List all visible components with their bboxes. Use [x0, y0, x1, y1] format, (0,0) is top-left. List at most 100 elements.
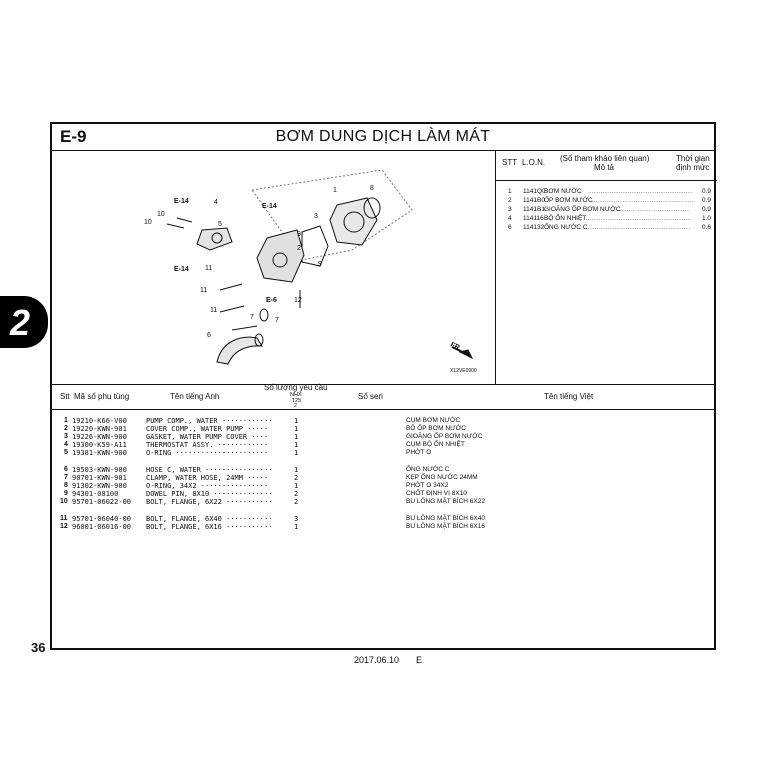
row-name-vn: PHỚT O: [406, 449, 432, 456]
row-stt: 6: [64, 466, 68, 473]
rt-desc: BỘ ỔN NHIỆT: [544, 215, 587, 222]
rt-stt: 2: [508, 197, 512, 204]
callout-9a: 9: [297, 231, 301, 238]
callout-10b: 10: [144, 219, 152, 226]
row-qty: 1: [294, 523, 299, 531]
rt-header-time1: Thời gian: [676, 154, 710, 163]
row-name-vn: BU LÔNG MẶT BÍCH 6X22: [406, 498, 485, 505]
rt-time: 0.6: [702, 224, 712, 231]
col-header-serial: Số seri: [358, 392, 383, 401]
col-header-stt: Stt: [60, 392, 70, 401]
rt-row: 4 114116 BỘ ỔN NHIỆT ...................…: [496, 215, 717, 224]
row-name-en: PUMP COMP., WATER ············: [146, 417, 273, 425]
labor-time-table: STT L.O.N. (Số tham khảo liên quan) Mô t…: [495, 150, 717, 384]
col-header-qty: Số lượng yêu cầu: [264, 383, 328, 392]
row-qty: 1: [294, 433, 299, 441]
row-stt: 4: [64, 441, 68, 448]
row-name-vn: CHỐT ĐỊNH VỊ 8X10: [406, 490, 467, 497]
table-row: 2 19220-KWN-901 COVER COMP., WATER PUMP …: [52, 425, 718, 434]
callout-9b: 9: [318, 261, 322, 268]
table-row: 5 19381-KWN-900 O-RING ·················…: [52, 449, 718, 458]
row-part-no: 19381-KWN-900: [72, 449, 127, 457]
exploded-parts-diagram: 1 8 3 4 5 10 10 9 2 9 11 11 12 11 7 7 6 …: [144, 169, 477, 374]
row-stt: 9: [64, 490, 68, 497]
row-name-en: BOLT, FLANGE, 6X16 ···········: [146, 523, 273, 531]
table-header-divider: [52, 409, 714, 410]
table-row: 7 90701-KWN-901 CLAMP, WATER HOSE, 24MM …: [52, 474, 718, 483]
rt-header-desc: Mô tả: [594, 163, 615, 172]
row-name-vn: PHỚT O 34X2: [406, 482, 449, 489]
rt-header-ref: (Số tham khảo liên quan): [560, 154, 650, 163]
row-name-en: O-RING ······················: [146, 449, 269, 457]
row-qty: 2: [294, 474, 299, 482]
row-part-no: 91302-KWN-900: [72, 482, 127, 490]
row-name-en: O-RING, 34X2 ················: [146, 482, 269, 490]
row-name-en: BOLT, FLANGE, 6X22 ···········: [146, 498, 273, 506]
row-name-en: BOLT, FLANGE, 6X40 ···········: [146, 515, 273, 523]
row-name-vn: CỤM BỘ ỔN NHIỆT: [406, 441, 465, 448]
row-stt: 11: [60, 515, 68, 522]
ref-e14-a: E-14: [174, 198, 189, 205]
callout-11a: 11: [205, 265, 212, 272]
table-row: 12 96001-06016-00 BOLT, FLANGE, 6X16 ···…: [52, 523, 718, 532]
row-name-vn: KẸP ỐNG NƯỚC 24MM: [406, 474, 478, 481]
callout-12: 12: [294, 297, 302, 304]
section-tab-number: 2: [10, 302, 31, 343]
table-row: 8 91302-KWN-900 O-RING, 34X2 ···········…: [52, 482, 718, 491]
table-row: 3 19226-KWN-900 GASKET, WATER PUMP COVER…: [52, 433, 718, 442]
row-name-vn: CỤM BƠM NƯỚC: [406, 417, 461, 424]
callout-6: 6: [207, 332, 211, 339]
rt-lon: 114132: [523, 224, 545, 231]
row-stt: 3: [64, 433, 68, 440]
row-name-vn: GIOĂNG ỐP BƠM NƯỚC: [406, 433, 483, 440]
rt-desc: ỐNG NƯỚC C: [544, 224, 588, 231]
row-name-en: CLAMP, WATER HOSE, 24MM ·····: [146, 474, 269, 482]
callout-7b: 7: [275, 317, 279, 324]
col-header-model2: 125: [292, 398, 302, 404]
row-stt: 10: [60, 498, 68, 505]
rt-header-stt: STT: [502, 158, 518, 167]
rt-stt: 1: [508, 188, 512, 195]
row-part-no: 19503-KWN-900: [72, 466, 127, 474]
diagram-code: X12VE0900: [450, 368, 477, 374]
rt-time: 0.9: [702, 197, 712, 204]
row-stt: 7: [64, 474, 68, 481]
table-row: 1 19210-K66-V00 PUMP COMP., WATER ······…: [52, 417, 718, 426]
rt-time: 0.9: [702, 206, 712, 213]
callout-8: 8: [370, 185, 374, 192]
row-part-no: 19220-KWN-901: [72, 425, 127, 433]
callout-5: 5: [218, 221, 222, 228]
callout-4: 4: [214, 199, 218, 206]
row-name-en: DOWEL PIN, 8X10 ··············: [146, 490, 273, 498]
col-header-model1: NHX: [290, 392, 302, 398]
rt-dots: ........................................…: [586, 215, 691, 222]
row-qty: 1: [294, 482, 299, 490]
col-header-part-no: Mã số phụ tùng: [74, 392, 130, 401]
row-name-en: HOSE C, WATER ················: [146, 466, 273, 474]
row-qty: 1: [294, 425, 299, 433]
row-part-no: 96001-06016-00: [72, 523, 132, 531]
callout-11b: 11: [200, 287, 207, 294]
rt-row: 2 1141B0 ỐP BƠM NƯỚC ...................…: [496, 197, 717, 206]
rt-stt: 3: [508, 206, 512, 213]
rt-header-divider: [496, 180, 717, 181]
table-row: 6 19503-KWN-900 HOSE C, WATER ··········…: [52, 466, 718, 475]
callout-3: 3: [314, 213, 318, 220]
rt-desc: ỐP BƠM NƯỚC: [544, 197, 593, 204]
row-name-en: GASKET, WATER PUMP COVER ····: [146, 433, 269, 441]
footer-edition: E: [416, 655, 423, 665]
callout-7a: 7: [250, 314, 254, 321]
row-stt: 1: [64, 417, 68, 424]
rt-dots: ........................................…: [616, 206, 691, 213]
col-header-model3: 2: [294, 403, 298, 409]
catalog-page-frame: E-9 BƠM DUNG DỊCH LÀM MÁT: [50, 122, 718, 650]
row-qty: 1: [294, 466, 299, 474]
row-qty: 1: [294, 449, 299, 457]
rt-lon: 1141B1: [523, 206, 545, 213]
col-header-name-vn: Tên tiếng Việt: [544, 392, 594, 401]
footer-date: 2017.06.10: [354, 655, 400, 665]
row-qty: 1: [294, 441, 299, 449]
row-qty: 1: [294, 417, 299, 425]
ref-e6: E-6: [266, 297, 277, 304]
section-code: E-9: [60, 127, 87, 146]
